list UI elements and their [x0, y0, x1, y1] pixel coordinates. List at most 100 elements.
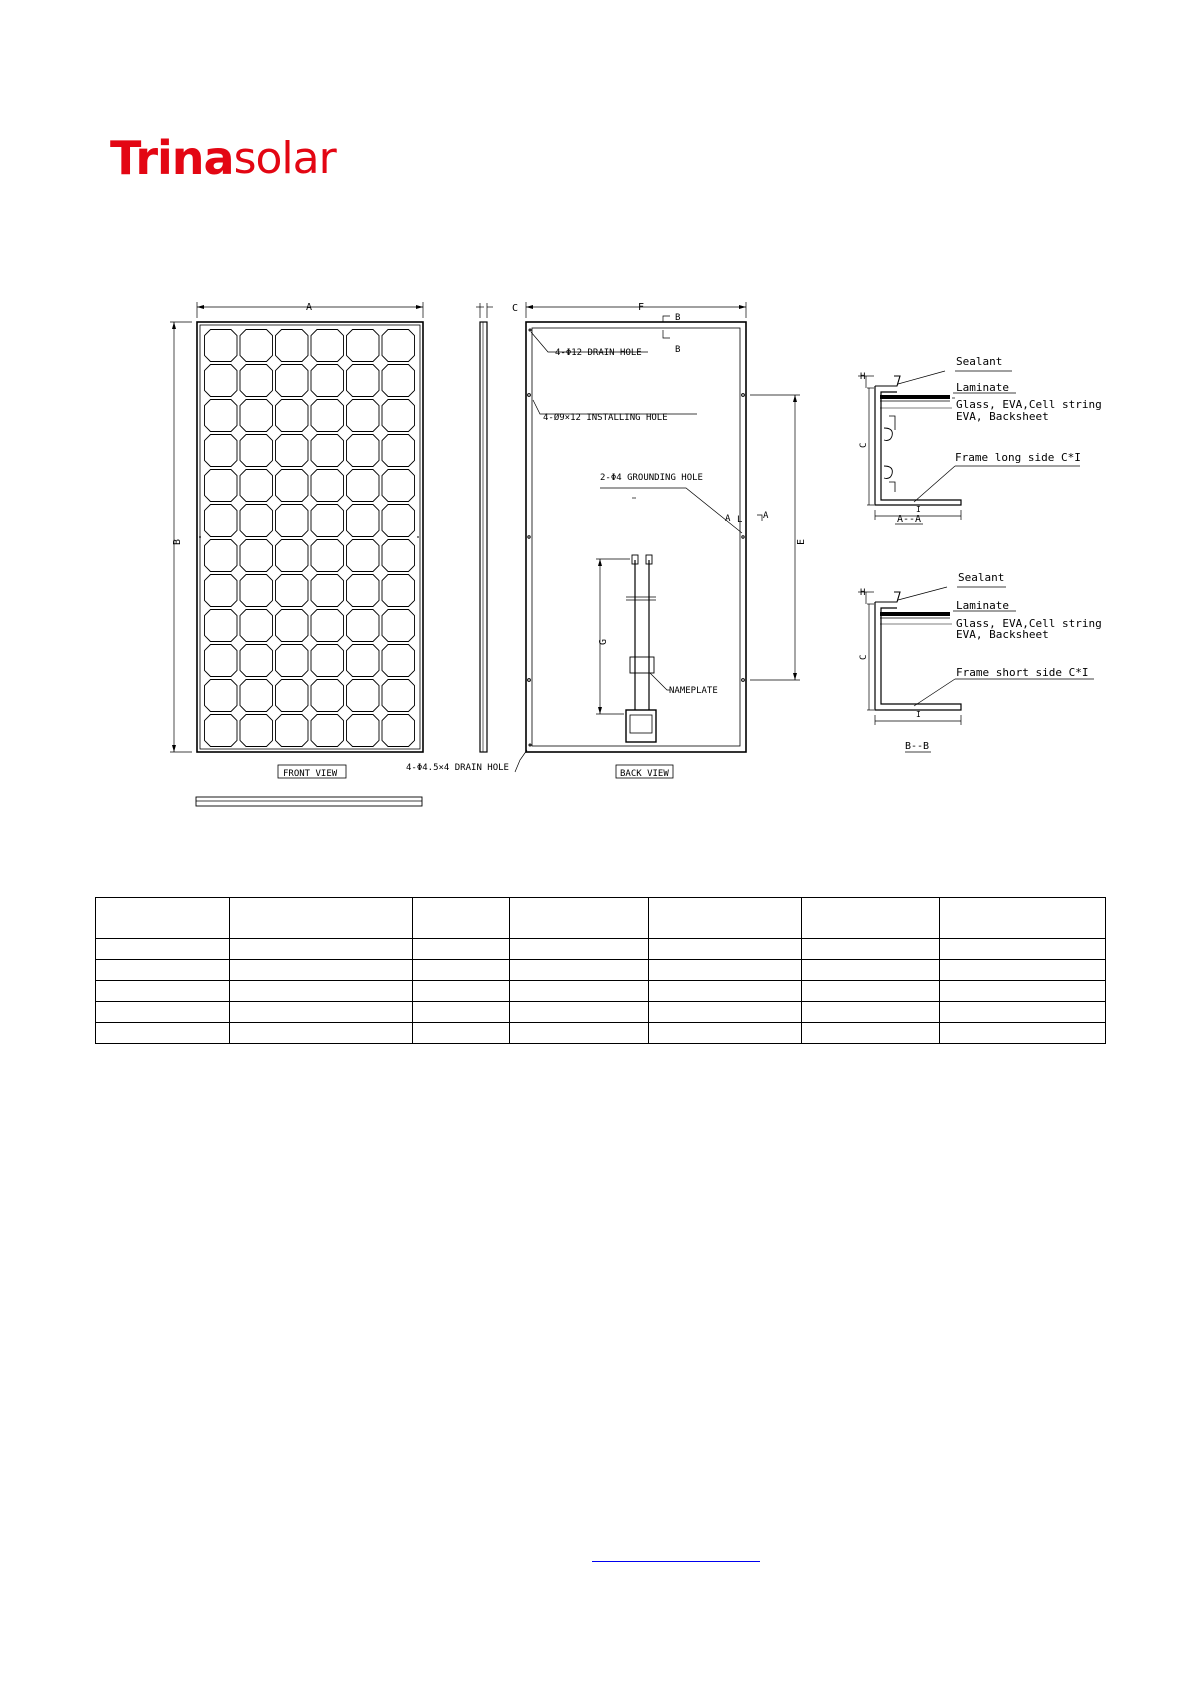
solar-cell — [346, 399, 380, 432]
section-a-h-label: H — [860, 372, 865, 382]
section-b-layers-2: EVA, Backsheet — [956, 628, 1049, 641]
solar-cell — [346, 644, 380, 677]
solar-cell — [310, 364, 344, 397]
solar-cell — [275, 364, 309, 397]
solar-cell — [346, 609, 380, 642]
solar-cell — [239, 434, 273, 467]
solar-cell — [275, 539, 309, 572]
solar-cell — [204, 399, 238, 432]
solar-cell — [381, 329, 415, 362]
solar-cell — [381, 364, 415, 397]
section-l-mark: L — [737, 515, 742, 525]
solar-cell — [346, 469, 380, 502]
solar-cell — [275, 679, 309, 712]
section-a-mark-left: A — [725, 514, 731, 524]
solar-cell — [381, 504, 415, 537]
solar-cell — [275, 329, 309, 362]
table-row — [95, 938, 1106, 960]
solar-cell — [310, 504, 344, 537]
solar-cell — [204, 609, 238, 642]
section-b-i-label: I — [916, 710, 921, 719]
table-row — [95, 1022, 1106, 1044]
solar-cell — [275, 399, 309, 432]
table-row — [95, 1001, 1106, 1023]
section-b-h-label: H — [860, 588, 865, 598]
solar-cell — [310, 679, 344, 712]
section-b-mark-top: B — [675, 313, 680, 323]
section-b-frame: Frame short side C*I — [956, 666, 1088, 679]
dim-a-label: A — [306, 302, 312, 313]
solar-cell — [204, 574, 238, 607]
solar-cell — [239, 609, 273, 642]
solar-cell — [204, 434, 238, 467]
solar-cell — [310, 609, 344, 642]
solar-cell — [310, 434, 344, 467]
solar-cell — [204, 679, 238, 712]
section-a-i-label: I — [916, 505, 921, 514]
solar-cell — [275, 574, 309, 607]
solar-cell — [346, 434, 380, 467]
section-b-c-label: C — [859, 655, 869, 660]
solar-cell — [275, 469, 309, 502]
solar-cell — [310, 539, 344, 572]
section-a-a — [858, 370, 1080, 525]
logo-trina-text: Trina — [110, 131, 235, 185]
solar-cell — [310, 644, 344, 677]
solar-cell — [381, 574, 415, 607]
table-cell — [412, 897, 510, 939]
solar-cell — [239, 574, 273, 607]
table-header-row — [95, 897, 1106, 939]
solar-cell — [381, 644, 415, 677]
section-a-mark-right: A — [763, 511, 769, 521]
back-view — [514, 302, 800, 779]
solar-cell — [239, 714, 273, 747]
section-b-b — [858, 586, 1094, 753]
solar-cell — [204, 539, 238, 572]
solar-cell — [310, 714, 344, 747]
table-row — [95, 959, 1106, 981]
solar-cell — [310, 574, 344, 607]
section-a-c-label: C — [859, 443, 869, 448]
solar-cell — [381, 434, 415, 467]
solar-cell — [346, 679, 380, 712]
dim-g-label: G — [598, 639, 609, 645]
solar-cell — [310, 399, 344, 432]
solar-cell — [346, 539, 380, 572]
section-a-a-label: A--A — [897, 514, 921, 525]
solar-cell — [239, 469, 273, 502]
table-cell — [509, 897, 649, 939]
back-view-label: BACK VIEW — [620, 769, 669, 779]
grounding-hole-label: 2-Φ4 GROUNDING HOLE — [600, 473, 703, 483]
section-b-sealant: Sealant — [958, 571, 1004, 584]
solar-cell — [275, 609, 309, 642]
front-view — [170, 302, 424, 807]
dim-e-label: E — [796, 539, 807, 545]
section-b-layers-1: Glass, EVA,Cell string — [956, 617, 1102, 630]
solar-cell — [239, 364, 273, 397]
solar-cell — [346, 504, 380, 537]
footer-link[interactable] — [592, 1561, 760, 1562]
table-cell — [229, 897, 413, 939]
cell-grid — [204, 329, 415, 747]
solar-cell — [239, 399, 273, 432]
table-row — [95, 980, 1106, 1002]
solar-cell — [346, 329, 380, 362]
solar-cell — [204, 644, 238, 677]
solar-cell — [204, 329, 238, 362]
dim-b-label: B — [172, 539, 183, 545]
solar-cell — [239, 539, 273, 572]
table-cell — [648, 897, 802, 939]
solar-cell — [346, 364, 380, 397]
solar-cell — [381, 539, 415, 572]
section-a-frame: Frame long side C*I — [955, 451, 1081, 464]
solar-cell — [239, 504, 273, 537]
solar-cell — [310, 329, 344, 362]
solar-cell — [275, 644, 309, 677]
solar-cell — [275, 714, 309, 747]
side-view — [476, 303, 493, 753]
solar-cell — [381, 609, 415, 642]
solar-cell — [381, 679, 415, 712]
solar-cell — [239, 644, 273, 677]
front-view-label: FRONT VIEW — [283, 769, 338, 779]
